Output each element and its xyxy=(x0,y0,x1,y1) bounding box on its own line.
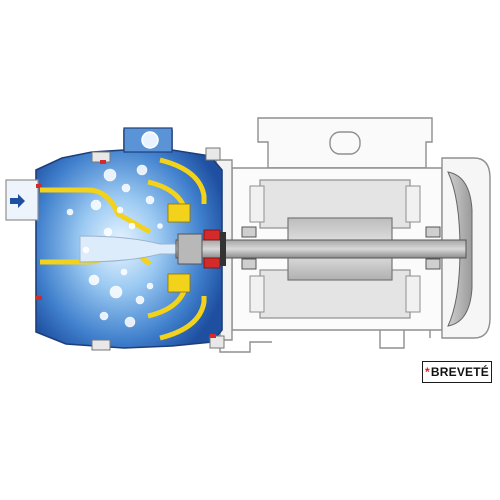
mechanical-seal xyxy=(203,229,226,269)
patent-badge-text: BREVETÉ xyxy=(430,365,489,379)
motor-foot-right xyxy=(379,330,405,349)
motor-shaft xyxy=(175,239,467,259)
inlet-arrow-icon xyxy=(10,194,25,208)
diffuser-vane-lower xyxy=(167,273,191,293)
patent-badge: * BREVETÉ xyxy=(422,361,492,383)
bearings xyxy=(241,226,441,270)
asterisk-mark: * xyxy=(425,365,430,379)
bubbles-icon xyxy=(66,164,163,328)
diffuser-vane-upper xyxy=(167,203,191,223)
